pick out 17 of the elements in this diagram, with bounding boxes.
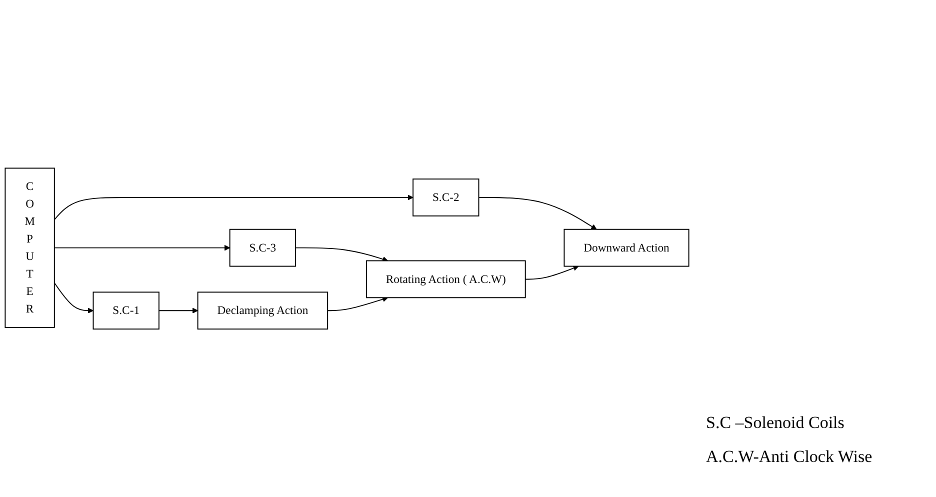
node-box: Rotating Action ( A.C.W) [366,260,526,298]
node-box: Downward Action [564,228,690,267]
arrow [478,196,597,230]
node-box: S.C-1 [92,292,160,330]
node-box: S.C-2 [412,178,480,216]
arrow [54,244,230,251]
arrow [54,194,414,220]
node-box: C O M P U T E R [4,168,55,328]
arrow [54,282,94,314]
node-box: Declamping Action [197,292,328,330]
node-box: S.C-3 [229,228,296,267]
arrow [524,265,579,280]
arrow [295,247,388,262]
arrow [158,308,198,314]
arrow [327,296,388,311]
note-text: A.C.W-Anti Clock Wise [706,447,874,467]
note-text: S.C –Solenoid Coils [706,413,846,433]
